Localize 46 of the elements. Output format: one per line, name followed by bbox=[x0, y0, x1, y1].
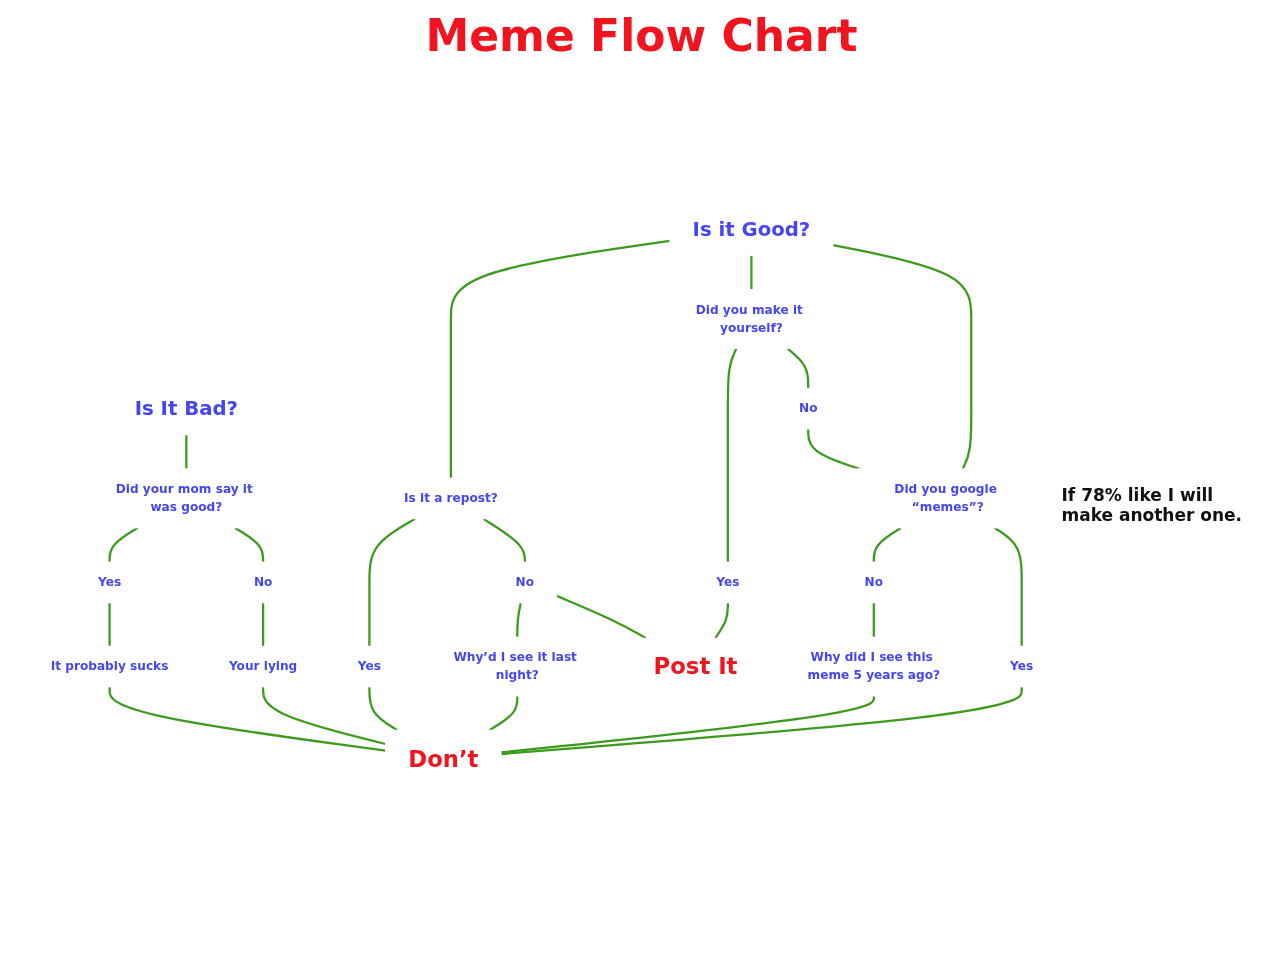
node-text: Yes bbox=[715, 574, 739, 590]
connector bbox=[726, 347, 737, 563]
node-text: Yes bbox=[97, 574, 121, 590]
connector bbox=[107, 526, 138, 563]
connector bbox=[482, 517, 526, 563]
connector bbox=[261, 687, 386, 746]
node-text: Your lying bbox=[228, 658, 297, 674]
node-text: No bbox=[864, 574, 883, 590]
connector bbox=[872, 602, 875, 637]
node-text: No bbox=[253, 574, 272, 590]
node-text: No bbox=[798, 401, 817, 416]
connector bbox=[993, 526, 1023, 647]
connector bbox=[713, 602, 729, 639]
connector bbox=[261, 602, 264, 647]
node-text: Is it Good? bbox=[692, 217, 810, 241]
connector bbox=[872, 526, 901, 563]
connector bbox=[832, 244, 972, 470]
connector bbox=[488, 696, 518, 732]
connector bbox=[449, 239, 670, 478]
node-text: Did you google “memes”? bbox=[893, 481, 997, 515]
title: Meme Flow Chart bbox=[424, 10, 859, 61]
connector bbox=[786, 347, 809, 389]
connector bbox=[555, 594, 646, 640]
connector bbox=[107, 687, 386, 752]
connector bbox=[184, 434, 187, 469]
connector bbox=[233, 526, 264, 563]
connector bbox=[107, 602, 111, 647]
node-text: Post It bbox=[653, 653, 737, 680]
connector bbox=[367, 687, 398, 732]
node-text: Yes bbox=[1009, 658, 1033, 674]
connector bbox=[806, 429, 860, 470]
node-text: It probably sucks bbox=[50, 658, 168, 674]
node-text: Is It Bad? bbox=[134, 396, 238, 420]
connector bbox=[749, 255, 753, 290]
node-text: Yes bbox=[357, 658, 381, 674]
node-text: Did your mom say it was good? bbox=[115, 481, 253, 515]
connector bbox=[500, 696, 875, 754]
node-text: Don’t bbox=[407, 745, 478, 772]
node-text: Is it a repost? bbox=[403, 490, 498, 506]
node-text: Why did I see this meme 5 years ago? bbox=[807, 649, 940, 683]
node-text: Did you make it yourself? bbox=[695, 302, 803, 335]
connector bbox=[515, 602, 522, 637]
node-text: Why’d I see it last night? bbox=[452, 649, 577, 683]
connector bbox=[367, 517, 416, 647]
note-text: If 78% like I will make another one. bbox=[1061, 485, 1244, 525]
node-text: No bbox=[515, 574, 534, 590]
